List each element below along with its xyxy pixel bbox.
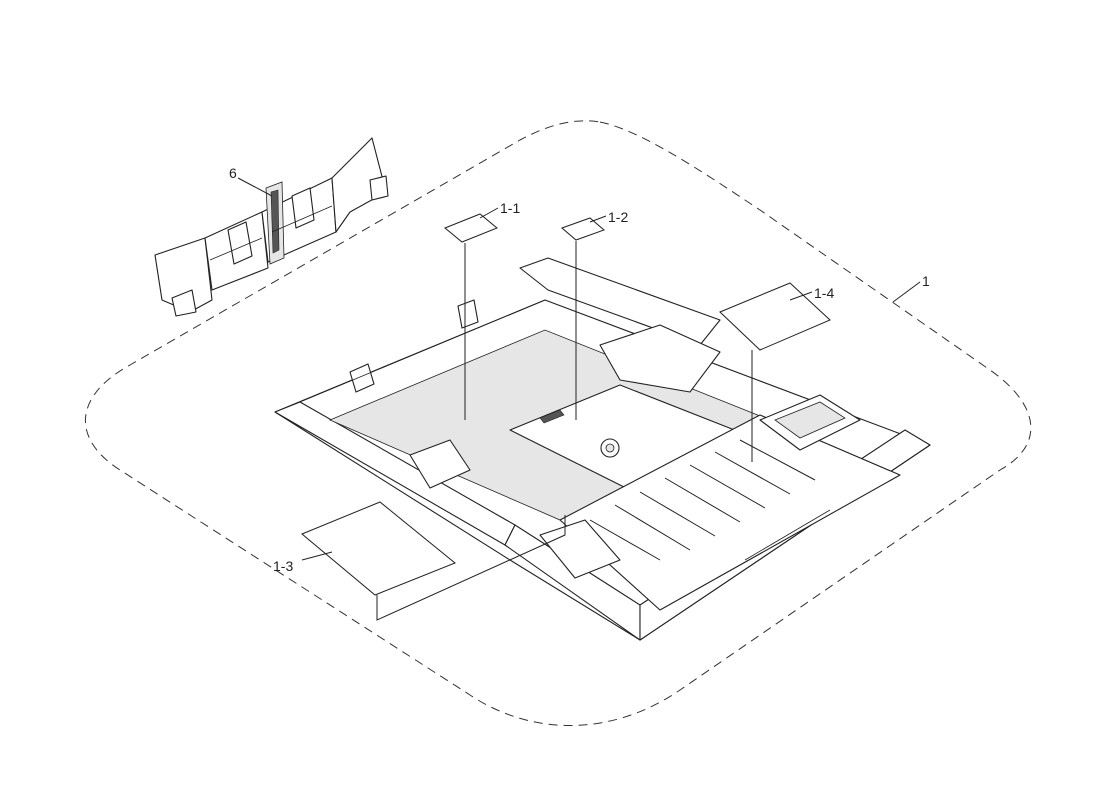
callout-label-1-2: 1-2 [608,209,628,225]
label-1-4-sheet [719,282,831,351]
label-1-2-sheet [561,217,605,241]
callout-label-1-4: 1-4 [814,285,834,301]
callout-label-1-3: 1-3 [273,558,293,574]
paper-cassette-tray [274,257,931,641]
leader-lines [237,177,921,621]
callout-part-6: 6 [229,165,237,181]
callout-assembly-1: 1 [922,273,930,289]
callout-label-1-1: 1-1 [500,200,520,216]
label-1-1-sheet [444,213,498,243]
part-6-bracket [154,137,389,317]
label-1-3-sheet [301,501,456,596]
assembly-boundary-dashed [84,120,1032,726]
